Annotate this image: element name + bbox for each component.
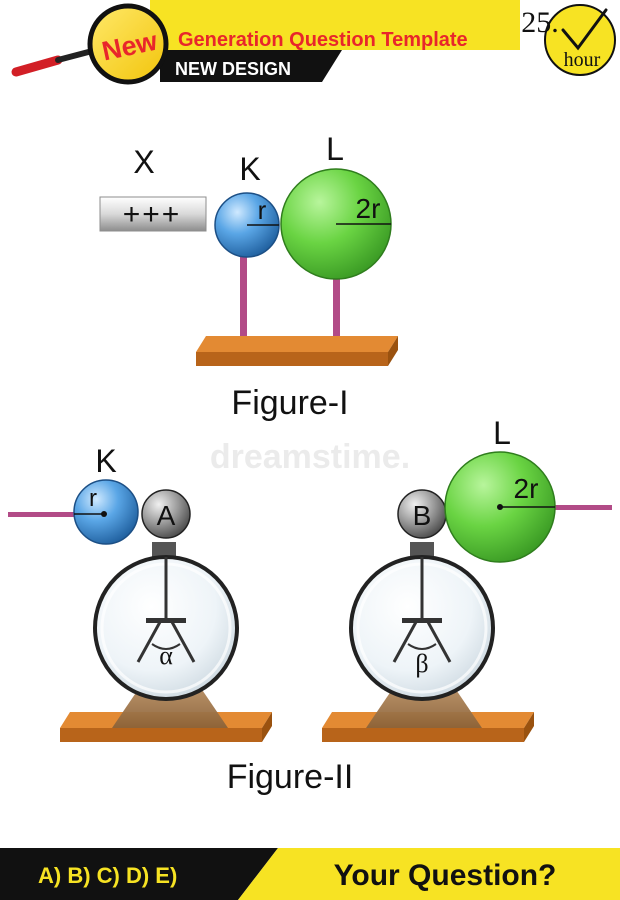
radius-label-l: 2r <box>356 193 381 224</box>
magnifier-icon <box>87 3 169 85</box>
base-top-figure-1 <box>196 336 398 352</box>
base-side-left <box>262 712 272 742</box>
radius-label-k: r <box>258 195 267 225</box>
checkmark-icon <box>561 8 608 51</box>
electroscope-right-bar <box>402 618 442 623</box>
electroscope-right-leaf-2 <box>426 621 452 663</box>
stand-rod-l <box>333 276 340 350</box>
base-front-right <box>322 728 524 742</box>
electroscope-left-bar <box>146 618 186 623</box>
magnifier-handle <box>11 55 63 77</box>
electroscope-right: β B <box>322 489 534 742</box>
rod-charges: +++ <box>123 198 182 231</box>
caption-figure-2: Figure-II <box>227 758 354 796</box>
your-question: Your Question? <box>334 859 557 892</box>
electroscope-left-collar <box>152 542 176 558</box>
answer-options: A) B) C) D) E) <box>38 863 177 888</box>
angle-arc-left <box>151 643 181 650</box>
base-front-figure-1 <box>196 352 388 366</box>
electroscope-right-leaf-1 <box>392 621 418 663</box>
angle-beta: β <box>415 649 428 678</box>
header-title: Generation Question Template <box>178 29 468 51</box>
base-side-right <box>524 712 534 742</box>
center-dot-k <box>101 511 107 517</box>
stand-rod-k <box>240 254 247 350</box>
label-k: K <box>239 151 260 187</box>
radius-label-k-figure-2: r <box>89 485 97 512</box>
label-x: X <box>133 144 154 180</box>
footer-options-band <box>0 848 278 900</box>
header-subtitle-band <box>160 50 342 82</box>
charged-rod-x <box>99 196 207 232</box>
header-subtitle: NEW DESIGN <box>175 59 291 79</box>
label-l: L <box>326 131 344 167</box>
knob-a <box>141 489 191 539</box>
caption-figure-1: Figure-I <box>231 384 348 422</box>
angle-alpha: α <box>159 641 173 670</box>
knob-a-label: A <box>157 500 176 531</box>
label-k-figure-2: K <box>95 443 116 479</box>
timer-badge: 25. hour <box>521 4 616 76</box>
figure-2: α A r K β B <box>8 415 612 796</box>
electroscope-left-leaf-2 <box>170 621 196 663</box>
header-title-band <box>150 0 520 50</box>
watermark: dreamstime. <box>210 438 410 476</box>
electroscope-left-leaf-1 <box>136 621 162 663</box>
timer-unit: hour <box>564 49 601 71</box>
footer-question-band <box>238 848 620 900</box>
footer: A) B) C) D) E) Your Question? <box>0 848 620 900</box>
insulating-rod-l <box>548 505 612 510</box>
angle-arc-right <box>407 643 437 650</box>
timer-number: 25. <box>521 6 559 39</box>
knob-b-label: B <box>413 500 432 531</box>
electroscope-right-collar <box>410 542 434 558</box>
header: New Generation Question Template NEW DES… <box>11 0 616 85</box>
electroscope-left: α A <box>60 489 272 742</box>
insulating-rod-k <box>8 512 78 517</box>
base-side-figure-1 <box>388 336 398 366</box>
radius-label-l-figure-2: 2r <box>514 473 539 504</box>
base-front-left <box>60 728 262 742</box>
center-dot-l <box>497 504 503 510</box>
label-l-figure-2: L <box>493 415 511 451</box>
figure-1: X +++ r K 2r L Figure-I <box>99 131 398 422</box>
